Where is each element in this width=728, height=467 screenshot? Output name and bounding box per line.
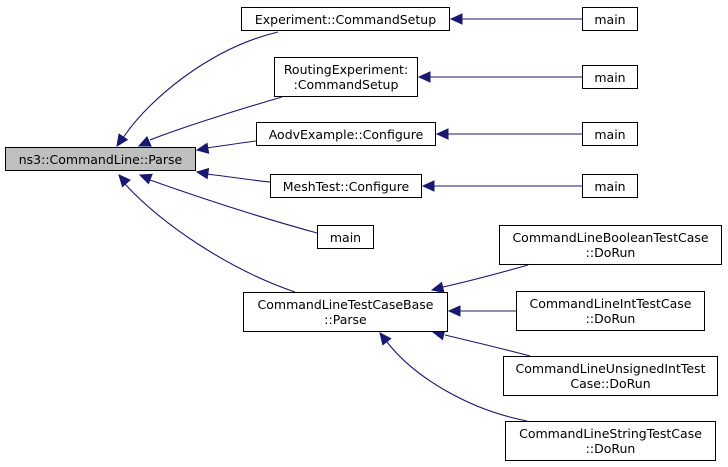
edge-bool_dorun-to-testcase_parse [442,264,529,288]
arrowhead-mesh_configure-to-root [195,167,210,180]
arrowhead-int_dorun-to-testcase_parse [447,305,461,317]
node-main-aodv[interactable]: main [582,122,638,146]
node-label-line2: ::Parse [324,312,367,327]
edge-testcase_parse-to-root [124,183,296,293]
node-label-line2: ::DoRun [585,245,636,260]
node-label-line1: MeshTest::Configure [282,178,410,194]
node-commandlinetestcasebase-parse[interactable]: CommandLineTestCaseBase ::Parse [243,292,448,332]
node-meshtest-configure[interactable]: MeshTest::Configure [270,174,422,198]
node-label-line1: CommandLineUnsignedIntTest [515,361,706,376]
arrowhead-routing_setup-to-root [137,136,152,147]
edge-mesh_configure-to-root [205,173,271,183]
arrowhead-bool_dorun-to-testcase_parse [430,281,445,293]
arrowhead-main_direct-to-root [138,173,153,185]
node-label-line1: main [594,11,626,27]
node-root-commandline-parse: ns3::CommandLine::Parse [5,147,196,171]
arrowhead-main_exp-to-exp_setup [449,13,463,25]
arrowhead-exp_setup-to-root [116,133,129,148]
node-label-line1: CommandLineBooleanTestCase [512,230,709,245]
node-label-line1: CommandLineTestCaseBase [257,297,434,312]
node-routingexperiment-commandsetup[interactable]: RoutingExperiment: :CommandSetup [274,57,418,97]
node-label-line1: RoutingExperiment: [283,62,409,77]
node-label-line1: main [594,178,626,194]
node-label-line1: main [594,69,626,85]
node-commandlineinttestcase-dorun[interactable]: CommandLineIntTestCase ::DoRun [516,291,705,331]
node-label-line1: AodvExample::Configure [268,126,424,142]
node-label-line1: main [594,126,626,142]
node-label-line2: Case::DoRun [570,376,651,391]
node-label-line2: ::DoRun [585,311,636,326]
edge-routing_setup-to-root [149,96,283,141]
arrowhead-main_mesh-to-mesh_configure [421,180,435,192]
node-commandlinebooleantestcase-dorun[interactable]: CommandLineBooleanTestCase ::DoRun [499,225,722,265]
node-label-line1: Experiment::CommandSetup [254,11,437,27]
node-label-line1: ns3::CommandLine::Parse [18,151,183,167]
node-label-line1: CommandLineIntTestCase [529,296,692,311]
arrowhead-main_routing-to-routing_setup [417,71,431,83]
node-label-line2: ::DoRun [585,441,636,456]
node-commandlinestringtestcase-dorun[interactable]: CommandLineStringTestCase ::DoRun [505,421,716,461]
arrowhead-string_dorun-to-testcase_parse [379,332,392,346]
node-main-mesh[interactable]: main [582,174,638,198]
arrowhead-aodv_configure-to-root [195,142,210,154]
node-label-line1: CommandLineStringTestCase [519,426,702,441]
edge-uint_dorun-to-testcase_parse [444,334,531,357]
node-commandlineunsignedinttestcase-dorun[interactable]: CommandLineUnsignedIntTest Case::DoRun [503,356,718,396]
node-main-routing[interactable]: main [582,65,638,89]
edge-string_dorun-to-testcase_parse [386,341,528,422]
node-aodvexample-configure[interactable]: AodvExample::Configure [256,122,436,146]
node-main-experiment[interactable]: main [582,7,638,31]
node-experiment-commandsetup[interactable]: Experiment::CommandSetup [241,7,450,31]
edge-main_direct-to-root [149,179,318,234]
node-main-direct[interactable]: main [317,225,374,249]
edge-aodv_configure-to-root [205,140,257,149]
node-label-line1: main [329,229,362,245]
node-label-line2: :CommandSetup [293,77,399,92]
arrowhead-main_aodv-to-aodv_configure [435,128,449,140]
edge-exp_setup-to-root [122,31,279,139]
arrowhead-testcase_parse-to-root [118,174,131,188]
